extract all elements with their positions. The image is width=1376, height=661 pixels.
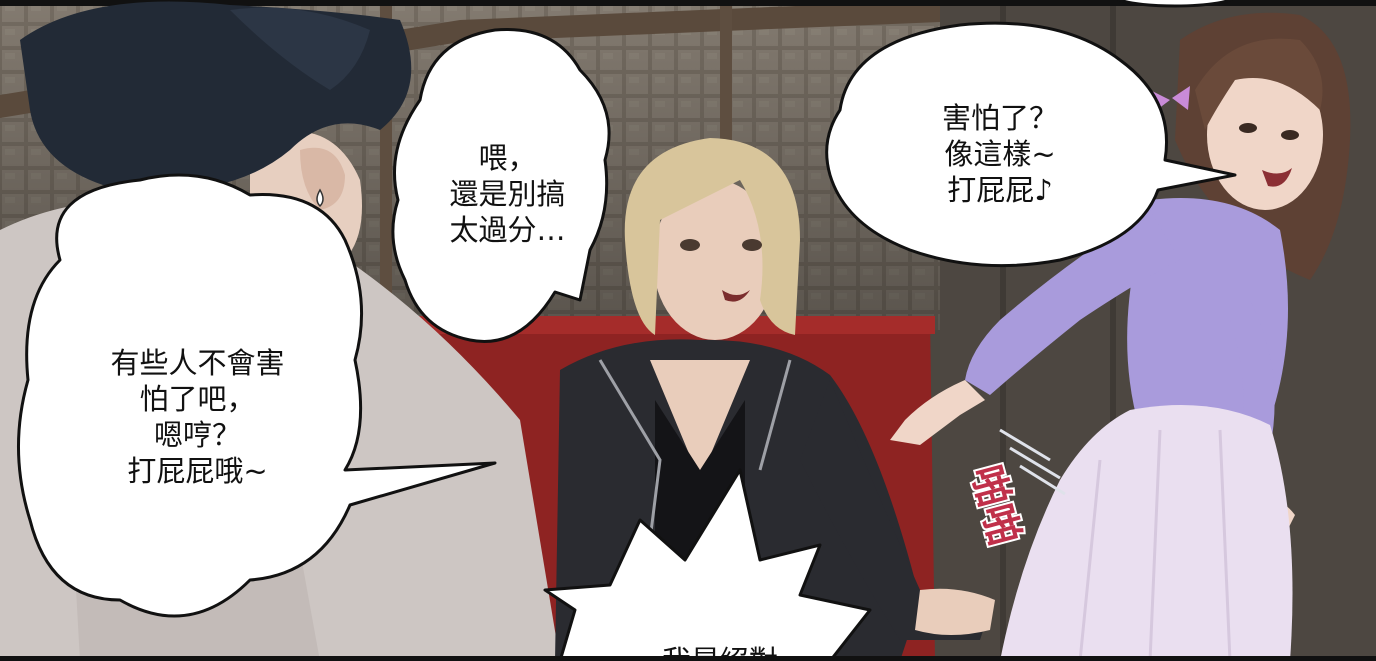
bubble-off-panel [543,468,872,661]
brunette-woman-figure [890,12,1351,661]
bubble-man [16,173,497,618]
motion-lines [999,428,1066,496]
bubble-blonde-woman [391,28,611,343]
speech-bubbles [16,21,1237,661]
bubble-brunette-woman [825,21,1237,268]
